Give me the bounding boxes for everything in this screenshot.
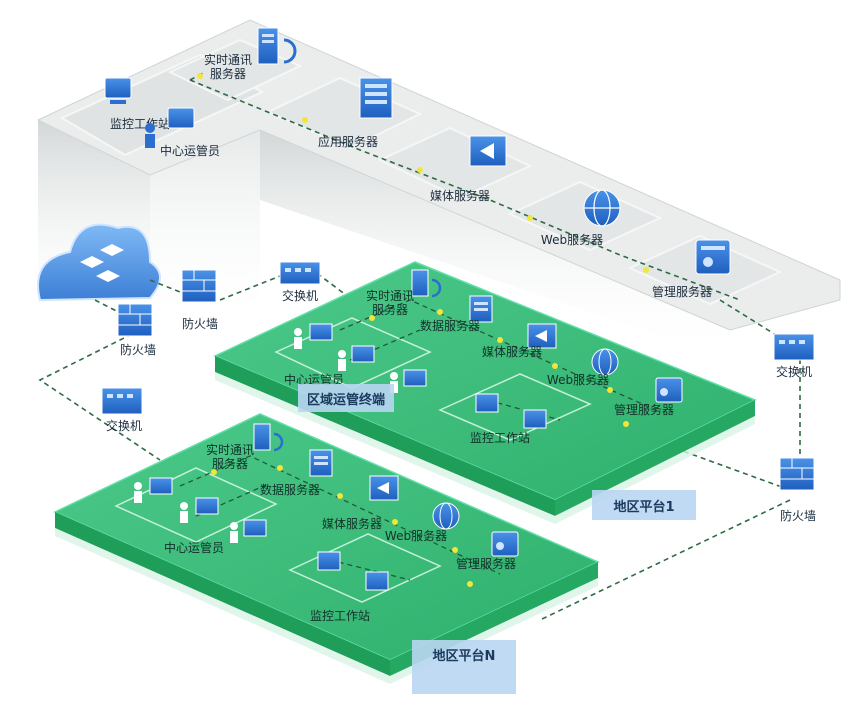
regionN-db-server-label: 数据服务器 — [260, 482, 320, 497]
link-cloud-fw1 — [94, 299, 131, 319]
hq-media-server-label: 媒体服务器 — [430, 188, 490, 203]
region1-mgmt-server-label: 管理服务器 — [614, 402, 674, 417]
regionN-mgmt-server-icon — [491, 531, 519, 557]
hq-app-server-icon — [359, 77, 393, 119]
region1-tag-bg — [592, 490, 696, 520]
regionN-db-server-icon — [309, 449, 333, 477]
hq-building: 实时通讯服务器 监控工作站 中心运管员 应用服务器 媒体服务器 Web服务器 — [36, 19, 841, 360]
firewall-left-2-icon — [181, 269, 217, 303]
hq-web-server-icon — [583, 189, 621, 227]
regionN-operator-icons — [134, 477, 267, 543]
regionN-monitor-ws-icons — [317, 551, 389, 591]
region1-operator-label: 中心运管员 — [284, 372, 344, 387]
regionN-tag-bg — [412, 640, 516, 694]
hq-media-server-icon — [469, 135, 507, 167]
region1-db-server-icon — [469, 295, 493, 323]
link-fw1-switch-left — [38, 329, 161, 461]
region1-mgmt-server-icon — [655, 377, 683, 403]
regionN-monitor-ws-label: 监控工作站 — [310, 609, 370, 623]
firewall-left-1-icon — [117, 303, 153, 337]
hq-im-server-label: 实时通讯服务器 — [204, 52, 252, 81]
switch-right-label: 交换机 — [776, 364, 812, 379]
hq-wall-front — [150, 130, 260, 330]
region1-terminal-tag: 区域运管终端 — [307, 392, 385, 408]
hq-backbone-link — [189, 79, 741, 301]
firewall-right-icon — [779, 457, 815, 491]
hq-im-server-icon — [257, 27, 297, 65]
hq-operator-icon — [145, 107, 195, 148]
hq-wall-right — [260, 130, 730, 360]
region1-terminal-tag-bg — [298, 384, 394, 412]
switch-left-label: 交换机 — [106, 418, 142, 433]
region1-tag: 地区平台1 — [613, 499, 674, 515]
regionN-operator-label: 中心运管员 — [164, 540, 224, 555]
firewall-left-2-label: 防火墙 — [182, 316, 218, 331]
regionN-web-server-label: Web服务器 — [385, 528, 447, 543]
firewall-left-1-label: 防火墙 — [120, 342, 156, 357]
region1-im-server-label: 实时通讯服务器 — [366, 288, 414, 317]
region1-media-server-label: 媒体服务器 — [482, 344, 542, 359]
regionN-side-left — [55, 512, 390, 676]
region1-monitor-ws-label: 监控工作站 — [470, 431, 530, 445]
region1-zone-monitor — [438, 373, 592, 441]
link-dot — [527, 215, 533, 221]
hq-monitor-ws-label: 监控工作站 — [110, 117, 170, 131]
regionN-im-server-icon — [253, 423, 284, 452]
internet-cloud-icon — [37, 223, 161, 302]
hq-operator-label: 中心运管员 — [160, 143, 220, 158]
link-fw-right-region1 — [679, 449, 791, 491]
firewall-right-label: 防火墙 — [780, 508, 816, 523]
region1-media-server-icon — [527, 323, 557, 349]
regionN-media-server-icon — [369, 475, 399, 501]
regionN-web-server-icon — [432, 502, 460, 530]
hq-room-4 — [377, 126, 533, 200]
link-hq-switch-right — [719, 299, 801, 351]
hq-mgmt-server-icon — [695, 239, 731, 275]
wan-links — [38, 267, 801, 621]
link-dot — [417, 167, 423, 173]
region1-web-server-icon — [591, 348, 619, 376]
region1-platform: 实时通讯服务器 数据服务器 媒体服务器 Web服务器 管理服务器 — [213, 261, 757, 524]
hq-link-im — [189, 71, 206, 81]
switch-left-icon — [101, 387, 143, 415]
region1-im-server-icon — [411, 269, 442, 298]
region1-web-server-label: Web服务器 — [547, 372, 609, 387]
regionN-tag: 地区平台N — [433, 648, 496, 664]
hq-web-server-label: Web服务器 — [541, 232, 603, 247]
region1-shadow — [215, 372, 755, 524]
regionN-media-server-label: 媒体服务器 — [322, 516, 382, 531]
switch-right-icon — [773, 333, 815, 361]
link-dot — [643, 267, 649, 273]
region1-db-server-label: 数据服务器 — [420, 318, 480, 333]
switch-top-label: 交换机 — [282, 288, 318, 303]
regionN-zone-monitor — [288, 533, 442, 603]
regionN-mgmt-server-label: 管理服务器 — [456, 556, 516, 571]
switch-top-icon — [279, 261, 321, 285]
regionN-im-server-label: 实时通讯服务器 — [206, 442, 254, 471]
hq-app-server-label: 应用服务器 — [318, 134, 378, 149]
region1-side-right — [555, 400, 755, 516]
link-dot — [302, 117, 308, 123]
link-dot — [197, 73, 203, 79]
hq-monitor-ws-icon — [104, 77, 132, 104]
hq-room-3 — [265, 76, 423, 150]
link-fw-right-regionN — [539, 499, 791, 621]
hq-room-5 — [507, 180, 663, 252]
region1-monitor-ws-icons — [475, 393, 547, 429]
regionN-platform: 实时通讯服务器 数据服务器 媒体服务器 Web服务器 管理服务器 — [53, 413, 600, 694]
hq-mgmt-server-label: 管理服务器 — [652, 284, 712, 299]
